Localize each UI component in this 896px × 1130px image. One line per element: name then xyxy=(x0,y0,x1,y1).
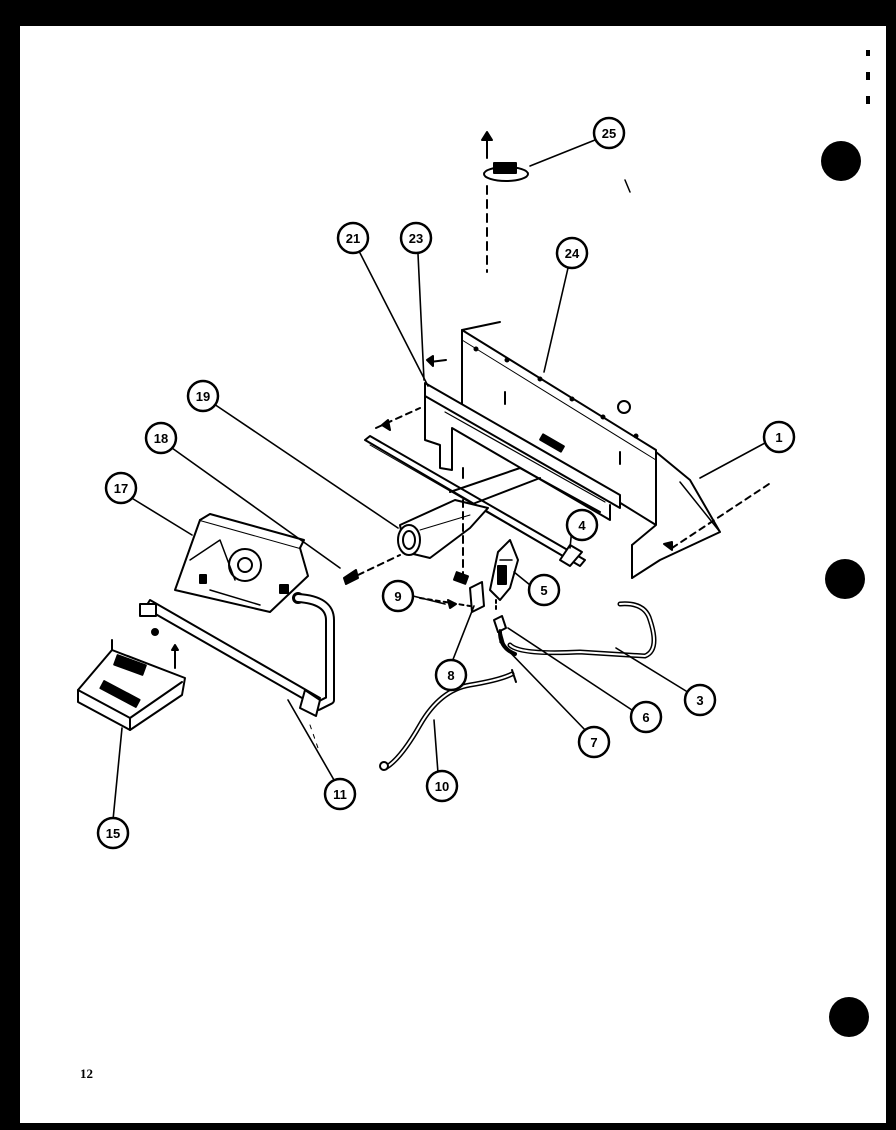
callout-4: 4 xyxy=(565,508,599,542)
callout-label: 17 xyxy=(114,481,128,496)
part-24-back-panel xyxy=(461,321,657,526)
part-6-fitting xyxy=(493,615,507,633)
callout-label: 8 xyxy=(447,668,454,683)
callout-9: 9 xyxy=(381,579,415,613)
callout-8: 8 xyxy=(434,658,468,692)
part-17-gas-valve xyxy=(174,513,309,613)
callout-label: 6 xyxy=(642,710,649,725)
edge-mark xyxy=(866,72,870,80)
callout-19: 19 xyxy=(186,379,220,413)
edge-mark xyxy=(866,96,870,104)
callout-label: 15 xyxy=(106,826,120,841)
callout-label: 11 xyxy=(333,787,347,802)
callout-24: 24 xyxy=(555,236,589,270)
part-19-burner xyxy=(397,499,489,559)
callout-10: 10 xyxy=(425,769,459,803)
callout-label: 9 xyxy=(394,589,401,604)
part-25-limit-switch xyxy=(481,131,631,273)
part-11-gas-tube xyxy=(139,593,335,749)
callout-group: 25 21 23 24 1 19 xyxy=(96,116,796,850)
callout-23: 23 xyxy=(399,221,433,255)
paper-sheet xyxy=(20,26,886,1123)
callout-15: 15 xyxy=(96,816,130,850)
callout-label: 3 xyxy=(696,693,703,708)
binder-hole-top xyxy=(821,141,861,181)
callout-label: 25 xyxy=(602,126,616,141)
callout-7: 7 xyxy=(577,725,611,759)
part-3-pilot-tube xyxy=(498,601,657,659)
callout-label: 23 xyxy=(409,231,423,246)
part-5-igniter xyxy=(452,499,519,601)
callout-label: 21 xyxy=(346,231,360,246)
edge-mark xyxy=(866,50,870,56)
callout-label: 18 xyxy=(154,431,168,446)
callout-label: 24 xyxy=(565,246,580,261)
part-1-side-bracket xyxy=(631,451,773,579)
part-18-screw xyxy=(343,554,401,585)
leader-lines xyxy=(112,139,766,821)
part-23-burner-bracket xyxy=(375,355,621,521)
binder-hole-middle xyxy=(825,559,865,599)
callout-5: 5 xyxy=(527,573,561,607)
callout-25: 25 xyxy=(592,116,626,150)
callout-label: 10 xyxy=(435,779,449,794)
callout-11: 11 xyxy=(323,777,357,811)
callout-1: 1 xyxy=(762,420,796,454)
callout-label: 4 xyxy=(578,518,586,533)
part-7-tube xyxy=(499,629,506,649)
callout-label: 1 xyxy=(775,430,782,445)
callout-17: 17 xyxy=(104,471,138,505)
part-15-ignition-module xyxy=(77,639,186,731)
part-4-crossover xyxy=(559,544,583,567)
page-number: 12 xyxy=(80,1066,93,1081)
part-10-thermocouple xyxy=(379,669,517,771)
callout-18: 18 xyxy=(144,421,178,455)
callout-3: 3 xyxy=(683,683,717,717)
callout-label: 7 xyxy=(590,735,597,750)
callout-label: 5 xyxy=(540,583,547,598)
part-8-bracket xyxy=(469,581,497,613)
callout-21: 21 xyxy=(336,221,370,255)
callout-label: 19 xyxy=(196,389,210,404)
binder-hole-bottom xyxy=(829,997,869,1037)
callout-6: 6 xyxy=(629,700,663,734)
